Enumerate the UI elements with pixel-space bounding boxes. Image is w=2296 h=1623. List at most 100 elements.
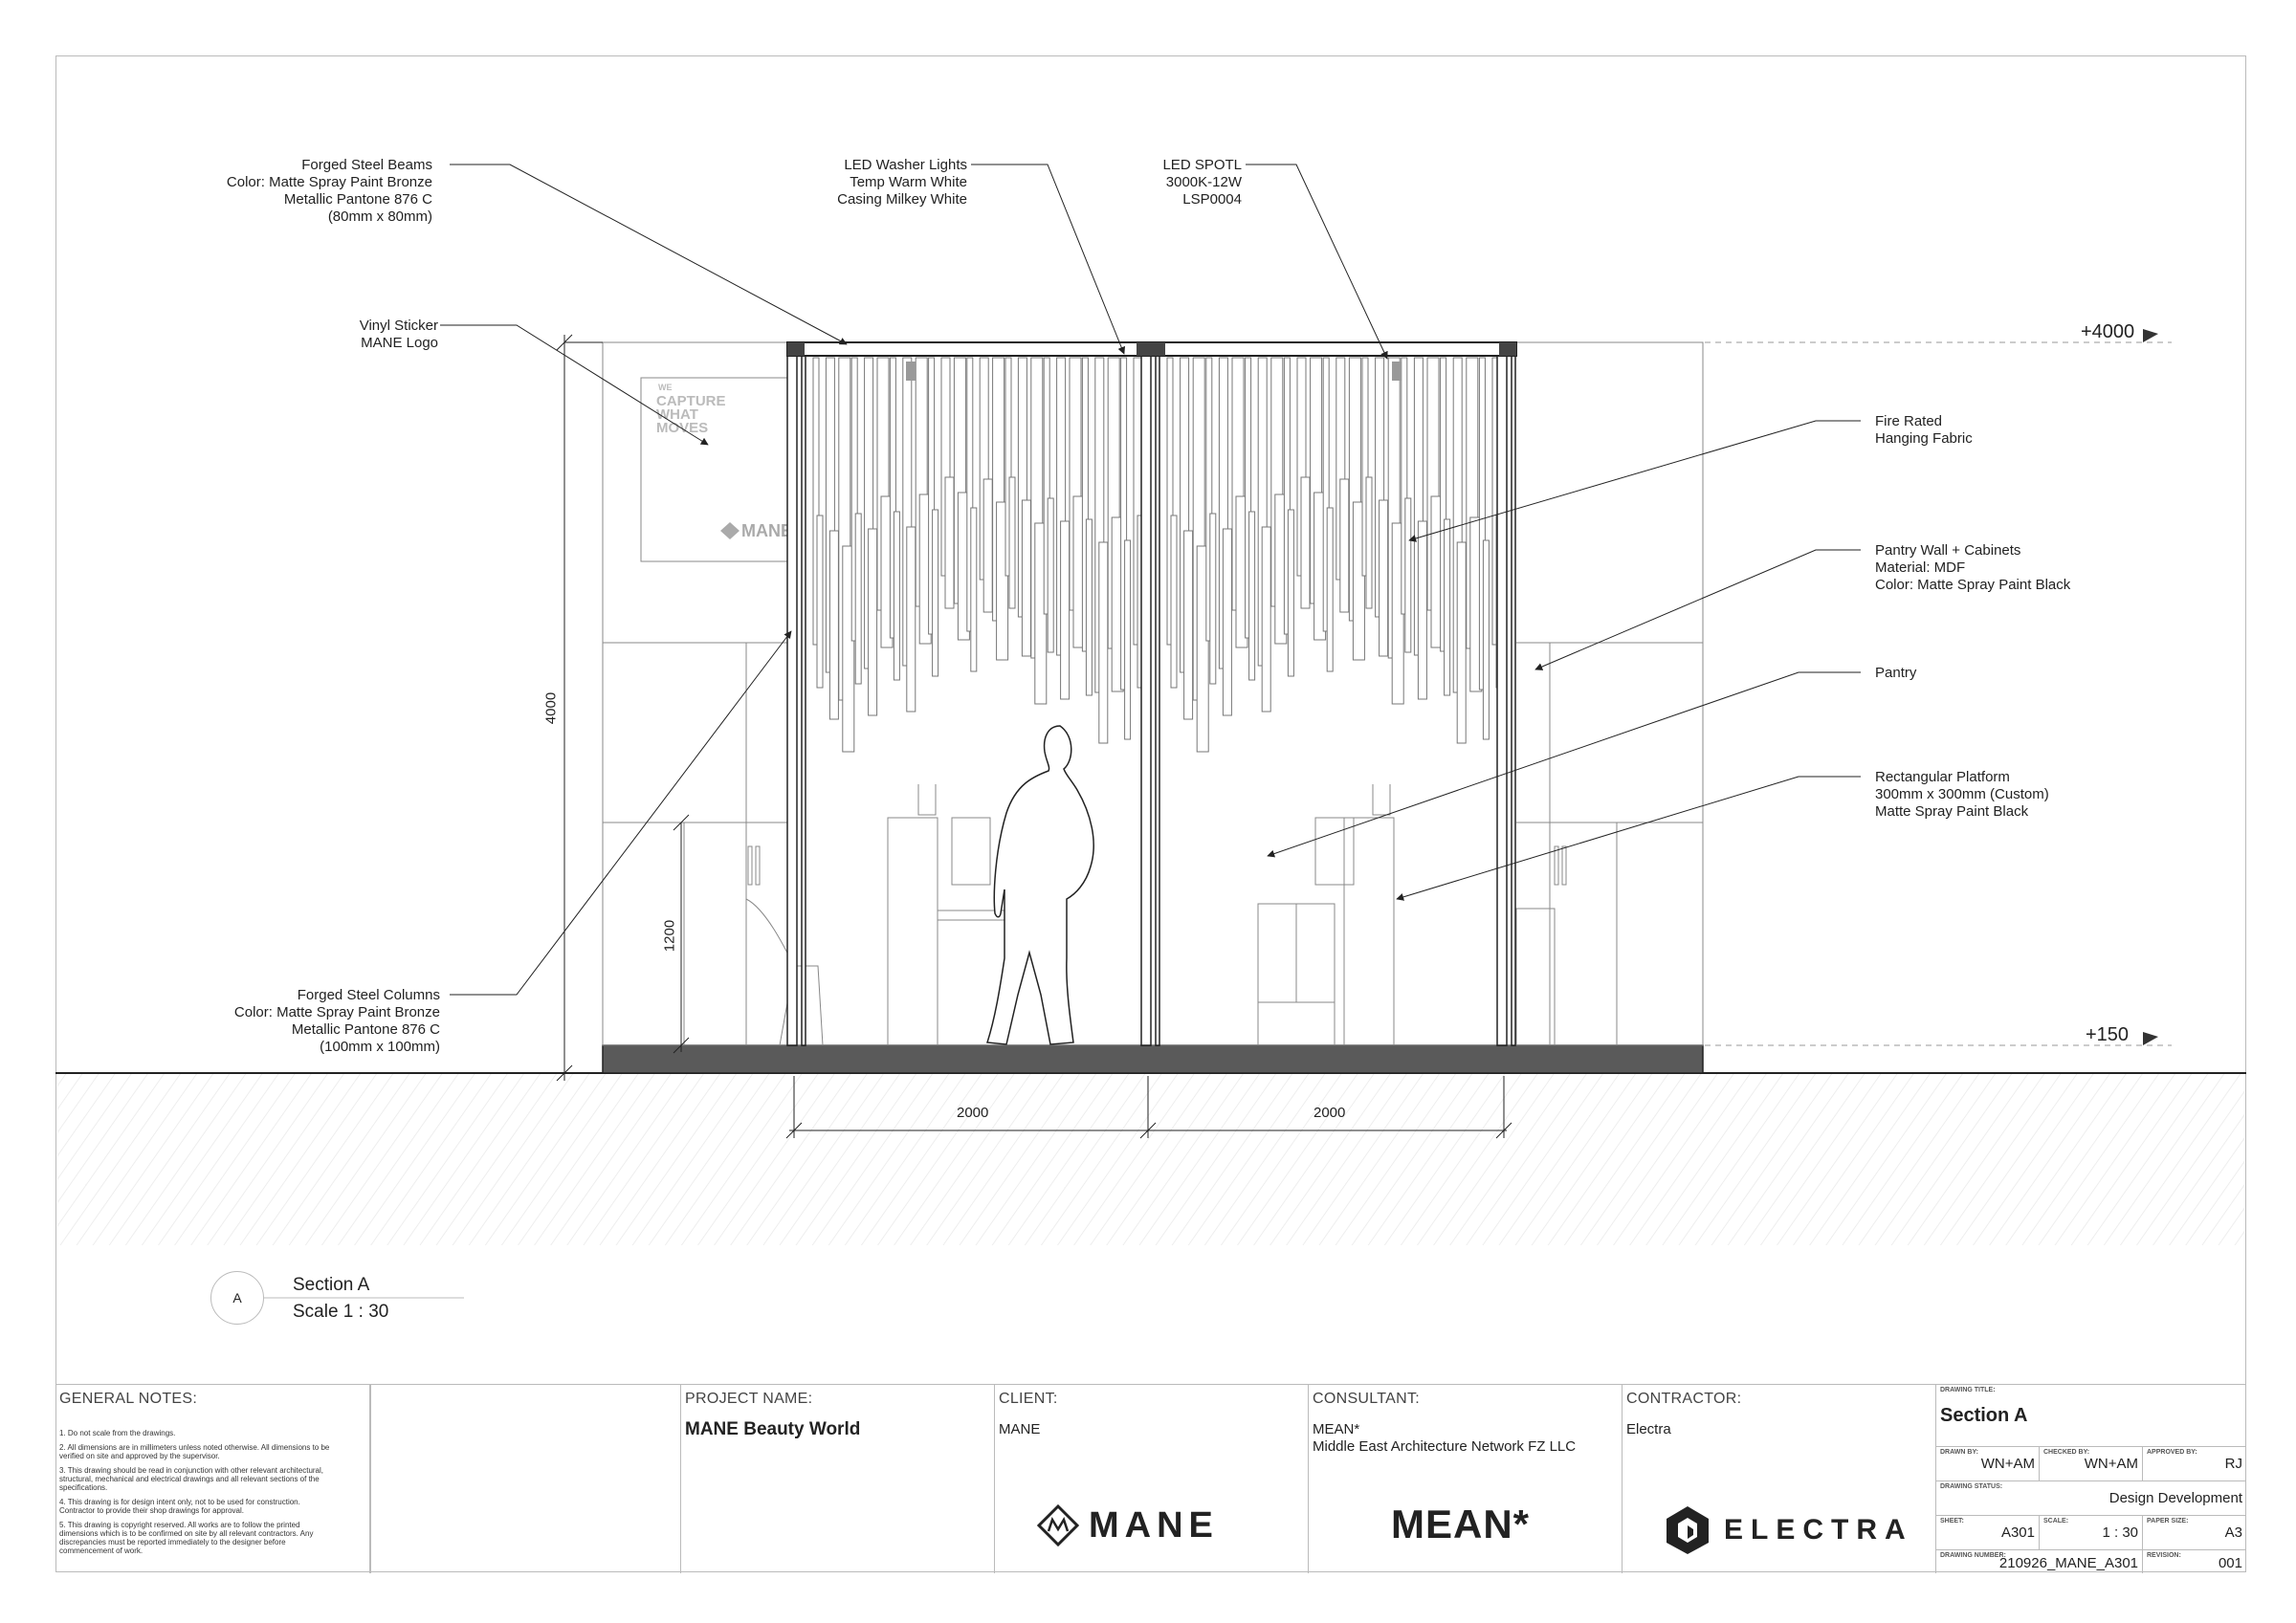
revision-cell: REVISION: 001 [2143, 1549, 2246, 1573]
approved-by-cell: APPROVED BY: RJ [2143, 1446, 2246, 1480]
dim-bay-left: 2000 [957, 1105, 989, 1121]
general-notes-label: GENERAL NOTES: [59, 1391, 198, 1407]
fabric-strip [1440, 357, 1447, 652]
fabric-strip [1245, 357, 1252, 639]
consultant-value: MEAN* Middle East Architecture Network F… [1313, 1421, 1577, 1455]
level-lines [1705, 341, 2172, 1046]
fabric-strip-lower [1248, 511, 1256, 681]
checked-by-cell: CHECKED BY: WN+AM [2040, 1446, 2143, 1480]
checked-by-value: WN+AM [2084, 1456, 2138, 1472]
title-block: GENERAL NOTES: 1. Do not scale from the … [55, 1384, 2246, 1573]
section-scale: Scale 1 : 30 [293, 1302, 389, 1322]
scale-value: 1 : 30 [2102, 1524, 2138, 1541]
sheet-cell: SHEET: A301 [1936, 1515, 2040, 1549]
fabric-strip [1322, 357, 1330, 632]
drawing-title-cell: DRAWING TITLE: Section A [1936, 1385, 2246, 1446]
fabric-strip-lower [1060, 520, 1071, 700]
contractor-value: Electra [1626, 1421, 1671, 1437]
dim-bay-right: 2000 [1314, 1105, 1346, 1121]
fabric-strip [1166, 357, 1174, 646]
contractor-label: CONTRACTOR: [1626, 1391, 1742, 1407]
status-value: Design Development [2108, 1490, 2242, 1506]
section-drawing: WE CAPTURE WHAT MOVES MANE [55, 164, 2246, 1299]
contractor-logo-text: ELECTRA [1724, 1514, 1913, 1546]
fabric-strip [1004, 357, 1012, 577]
callout-pantry: Pantry [1875, 665, 1917, 681]
fabric-strip-lower [1365, 476, 1373, 609]
mane-logo-icon [1037, 1504, 1079, 1546]
fabric-strip-lower [828, 530, 839, 720]
level-bottom-marker-icon [2143, 1032, 2158, 1045]
fabric-strip-lower [1021, 499, 1031, 657]
consultant-logo: MEAN* [1391, 1502, 1531, 1546]
fabric-strip-lower [1209, 513, 1217, 685]
leader-lines [440, 164, 1861, 996]
drawing-info-cell: DRAWING TITLE: Section A DRAWN BY: WN+AM… [1936, 1385, 2246, 1573]
fabric-strip-lower [1379, 499, 1389, 657]
poster-line-1: CAPTURE [656, 393, 726, 409]
dim-pantry-height: 1200 [661, 919, 678, 953]
drawing-title-value: Section A [1940, 1405, 2028, 1426]
fabric-strip-lower [1222, 528, 1232, 716]
client-cell: CLIENT: MANE MANE [995, 1385, 1309, 1573]
fabric-strip-lower [1482, 539, 1490, 740]
fabric-strip-lower [1196, 545, 1209, 753]
fabric-strip-lower [1404, 497, 1412, 653]
fabric-strip-lower [932, 509, 939, 677]
drawing-sheet-border [55, 55, 2246, 1572]
electra-logo-icon [1667, 1506, 1709, 1554]
poster-logo: MANE [741, 521, 792, 540]
fabric-strip-lower [816, 515, 824, 689]
client-logo-text: MANE [1089, 1504, 1219, 1546]
fabric-strip-lower [1085, 518, 1093, 696]
fabric-strip-lower [893, 511, 900, 681]
fabric-strip-lower [1326, 507, 1334, 672]
fabric-strip-lower [1098, 541, 1109, 744]
beam-cap-right [1499, 342, 1516, 356]
fabric-strip-lower [1170, 515, 1178, 689]
paper-cell: PAPER SIZE: A3 [2143, 1515, 2246, 1549]
drawn-by-cell: DRAWN BY: WN+AM [1936, 1446, 2040, 1480]
fabric-strip [966, 357, 974, 632]
fabric-strip [1120, 357, 1128, 691]
human-silhouette [986, 725, 1094, 1045]
poster-logo-mark-icon [720, 522, 740, 539]
client-value: MANE [999, 1421, 1041, 1437]
sheet-value: A301 [2000, 1524, 2035, 1541]
fabric-strip [1401, 357, 1408, 615]
section-name: Section A [293, 1275, 370, 1295]
section-title: Section A Scale 1 : 30 [293, 1272, 388, 1326]
approved-by-value: RJ [2224, 1456, 2242, 1472]
level-top: +4000 [2081, 321, 2135, 342]
contractor-cell: CONTRACTOR: Electra ELECTRA [1623, 1385, 1936, 1573]
scale-cell: SCALE: 1 : 30 [2040, 1515, 2143, 1549]
poster-line-3: MOVES [656, 420, 708, 436]
level-top-marker-icon [2143, 329, 2158, 342]
hanging-fabric-strips [812, 357, 1506, 753]
general-notes-cell: GENERAL NOTES: 1. Do not scale from the … [55, 1385, 369, 1573]
beam-cap-mid [1137, 342, 1165, 356]
horizontal-dimension-lines [785, 1076, 1512, 1139]
fabric-strip-lower [982, 478, 993, 613]
status-cell: DRAWING STATUS: Design Development [1936, 1480, 2246, 1515]
fabric-strip [1361, 357, 1369, 577]
fabric-strip-lower [1183, 530, 1194, 720]
client-logo: MANE [1037, 1504, 1219, 1546]
fabric-strip [928, 357, 936, 635]
fabric-strip [889, 357, 896, 639]
dim-height: 4000 [542, 691, 560, 725]
section-bubble: A [210, 1271, 264, 1325]
fabric-strip-lower [868, 528, 878, 716]
fabric-strip-lower [970, 507, 978, 672]
fabric-strip [850, 357, 858, 642]
fabric-strip-lower [1417, 520, 1427, 700]
platform-base [602, 1044, 1704, 1074]
fabric-strip [1081, 357, 1089, 652]
spotlights [906, 362, 1402, 381]
